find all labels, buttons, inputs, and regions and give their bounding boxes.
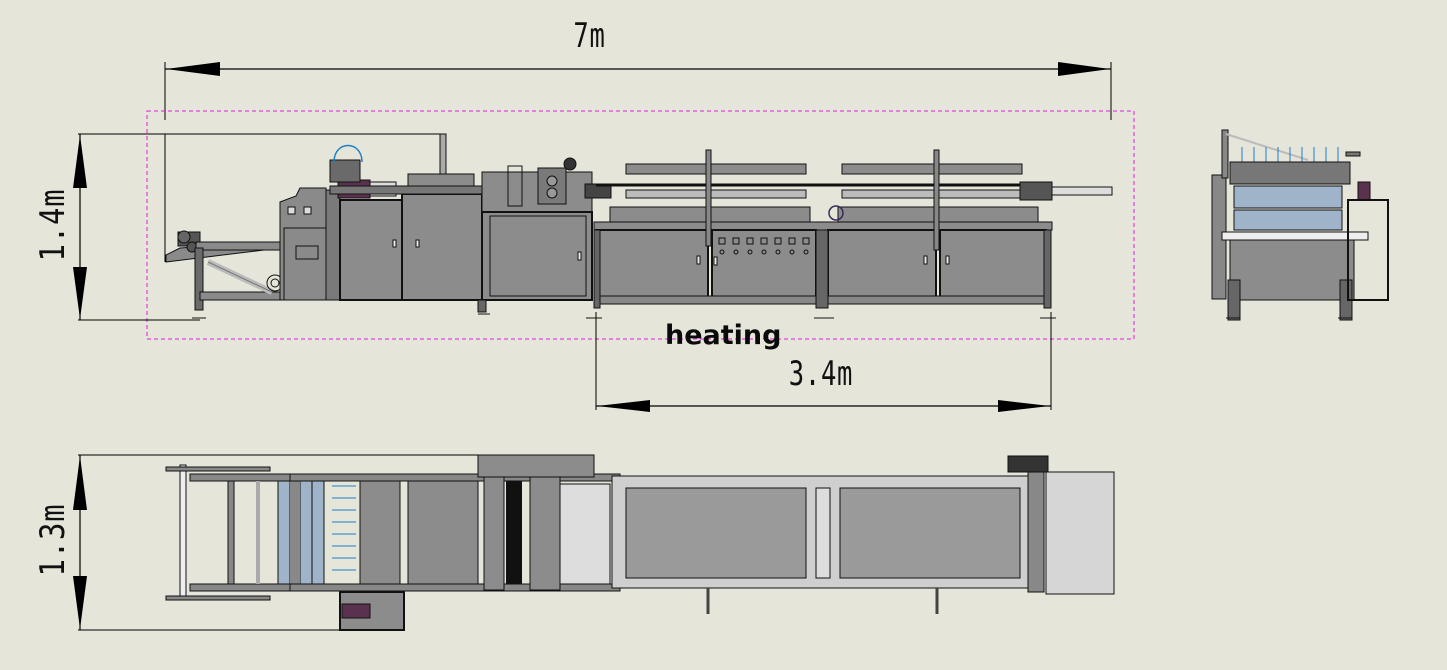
- arrow-down-icon: [73, 267, 87, 319]
- arrow-left-icon: [597, 400, 650, 412]
- selection-box: [146, 110, 1135, 340]
- arrow-left-icon: [166, 62, 220, 76]
- heating-length-label: 3.4m: [788, 354, 854, 394]
- dimension-heating: [595, 312, 1052, 412]
- arrow-up-icon: [73, 135, 87, 188]
- dimension-overall-length: [164, 62, 1112, 120]
- arrow-right-icon: [1058, 62, 1110, 76]
- dimension-height: [73, 133, 440, 321]
- width-label: 1.3m: [32, 503, 73, 577]
- control-panel: [718, 237, 810, 255]
- arrow-down-icon: [73, 576, 87, 629]
- side-elevation-view: [1211, 129, 1389, 321]
- arrow-right-icon: [998, 400, 1050, 412]
- arrow-up-icon: [73, 456, 87, 510]
- top-plan-view: [165, 454, 1115, 631]
- front-elevation-view: [165, 133, 1113, 319]
- height-label: 1.4m: [32, 188, 73, 262]
- dimension-width: [73, 454, 480, 631]
- overall-length-label: 7m: [573, 16, 606, 56]
- heating-label: heating: [665, 320, 782, 351]
